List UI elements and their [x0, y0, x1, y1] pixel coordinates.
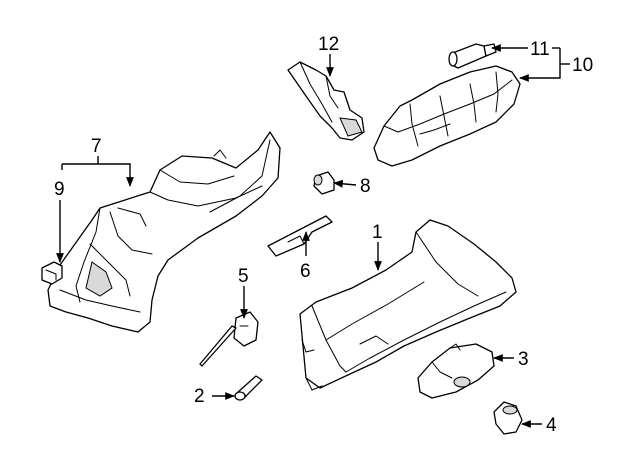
- lock-cylinder: [199, 311, 259, 367]
- pin: [234, 375, 263, 401]
- shaft: [448, 43, 497, 69]
- callout-12: 12: [318, 34, 339, 55]
- glove-box-housing: [47, 131, 281, 333]
- tray: [373, 65, 521, 167]
- callout-1: 1: [372, 222, 383, 243]
- callout-7: 7: [91, 136, 102, 157]
- callout-9: 9: [54, 179, 65, 200]
- callout-10: 10: [572, 55, 593, 76]
- callout-11: 11: [530, 39, 550, 60]
- leader-lines: [56, 44, 570, 428]
- callout-5: 5: [238, 266, 249, 287]
- hinge-bracket: [287, 61, 365, 141]
- glove-box-door: [299, 219, 517, 391]
- callout-8: 8: [360, 176, 371, 197]
- latch: [417, 343, 495, 399]
- lamp: [313, 171, 335, 195]
- damper: [267, 215, 333, 257]
- callout-6: 6: [300, 261, 311, 282]
- lamp-bracket: [41, 261, 63, 285]
- callout-4: 4: [546, 415, 557, 436]
- bumper: [493, 401, 523, 435]
- callout-3: 3: [518, 349, 529, 370]
- callout-2: 2: [194, 386, 205, 407]
